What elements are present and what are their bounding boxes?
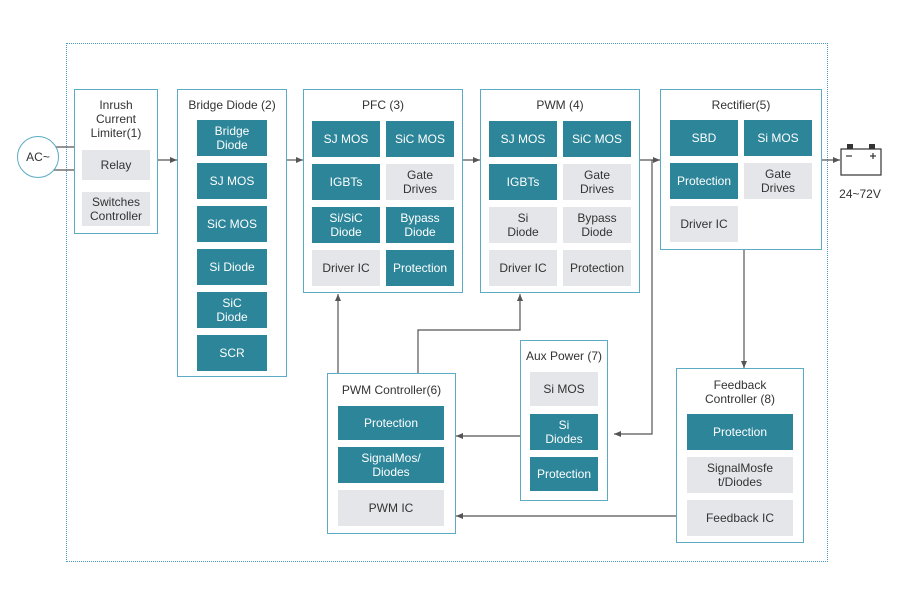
feedback-signalmosfet-cell: SignalMosfe t/Diodes — [687, 457, 793, 493]
pwm-gate-drives-cell: Gate Drives — [563, 164, 631, 200]
feedback-ic-cell: Feedback IC — [687, 500, 793, 536]
pfc-gate-drives-cell: Gate Drives — [386, 164, 454, 200]
bridge-scr-cell: SCR — [197, 335, 267, 371]
pwm-protection-cell: Protection — [563, 250, 631, 286]
ac-source-circle: AC~ — [17, 136, 59, 178]
feedback-controller-title: Feedback Controller (8) — [704, 378, 776, 406]
rectifier-title: Rectifier(5) — [711, 98, 771, 112]
pwm-bypass-diode-cell: Bypass Diode — [563, 207, 631, 243]
switches-controller-cell: Switches Controller — [82, 192, 150, 226]
pfc-igbts-cell: IGBTs — [312, 164, 380, 200]
pfc-sic-mos-cell: SiC MOS — [386, 121, 454, 157]
inrush-title: Inrush Current Limiter(1) — [90, 98, 142, 140]
pwm-controller-signalmos-cell: SignalMos/ Diodes — [338, 447, 444, 483]
output-voltage-label: 24~72V — [839, 187, 881, 201]
aux-power-title: Aux Power (7) — [525, 349, 603, 363]
rectifier-si-mos-cell: Si MOS — [744, 120, 812, 156]
pwm-controller-title: PWM Controller(6) — [341, 383, 442, 397]
pwm-controller-pwm-ic-cell: PWM IC — [338, 490, 444, 526]
rectifier-gate-drives-cell: Gate Drives — [744, 163, 812, 199]
rectifier-sbd-cell: SBD — [670, 120, 738, 156]
pfc-bypass-diode-cell: Bypass Diode — [386, 207, 454, 243]
bridge-diode-title: Bridge Diode (2) — [188, 98, 276, 112]
pfc-title: PFC (3) — [362, 98, 404, 112]
pfc-driver-ic-cell: Driver IC — [312, 250, 380, 286]
arrow-tap-to-aux — [614, 160, 653, 437]
pfc-protection-cell: Protection — [386, 250, 454, 286]
pwm-sic-mos-cell: SiC MOS — [563, 121, 631, 157]
aux-si-mos-cell: Si MOS — [530, 372, 598, 406]
bridge-sic-diode-cell: SiC Diode — [197, 292, 267, 328]
pwm-igbts-cell: IGBTs — [489, 164, 557, 200]
pwm-si-diode-cell: Si Diode — [489, 207, 557, 243]
bridge-si-diode-cell: Si Diode — [197, 249, 267, 285]
pwm-title: PWM (4) — [536, 98, 584, 112]
rectifier-block: Rectifier(5) SBD Si MOS Protection Gate … — [660, 89, 822, 250]
pfc-sj-mos-cell: SJ MOS — [312, 121, 380, 157]
pwm-controller-protection-cell: Protection — [338, 406, 444, 440]
inrush-current-limiter-block: Inrush Current Limiter(1) Relay Switches… — [74, 89, 158, 234]
pwm-controller-block: PWM Controller(6) Protection SignalMos/ … — [327, 373, 456, 534]
pwm-sj-mos-cell: SJ MOS — [489, 121, 557, 157]
arrow-pwmctrl-to-pwm — [417, 294, 523, 373]
rectifier-protection-cell: Protection — [670, 163, 738, 199]
bridge-diode-cell: Bridge Diode — [197, 120, 267, 156]
feedback-controller-block: Feedback Controller (8) Protection Signa… — [676, 368, 804, 543]
bridge-sj-mos-cell: SJ MOS — [197, 163, 267, 199]
bridge-sic-mos-cell: SiC MOS — [197, 206, 267, 242]
bridge-diode-block: Bridge Diode (2) Bridge Diode SJ MOS SiC… — [177, 89, 287, 377]
aux-power-block: Aux Power (7) Si MOS Si Diodes Protectio… — [520, 340, 608, 501]
relay-cell: Relay — [82, 150, 150, 180]
system-boundary — [66, 43, 828, 562]
aux-si-diodes-cell: Si Diodes — [530, 414, 598, 450]
rectifier-driver-ic-cell: Driver IC — [670, 206, 738, 242]
feedback-protection-cell: Protection — [687, 414, 793, 450]
pwm-block: PWM (4) SJ MOS SiC MOS IGBTs Gate Drives… — [480, 89, 640, 293]
pfc-si-sic-diode-cell: Si/SiC Diode — [312, 207, 380, 243]
battery-icon — [840, 144, 882, 176]
pfc-block: PFC (3) SJ MOS SiC MOS IGBTs Gate Drives… — [303, 89, 463, 293]
aux-protection-cell: Protection — [530, 457, 598, 491]
pwm-driver-ic-cell: Driver IC — [489, 250, 557, 286]
ac-source-label: AC~ — [26, 150, 50, 164]
